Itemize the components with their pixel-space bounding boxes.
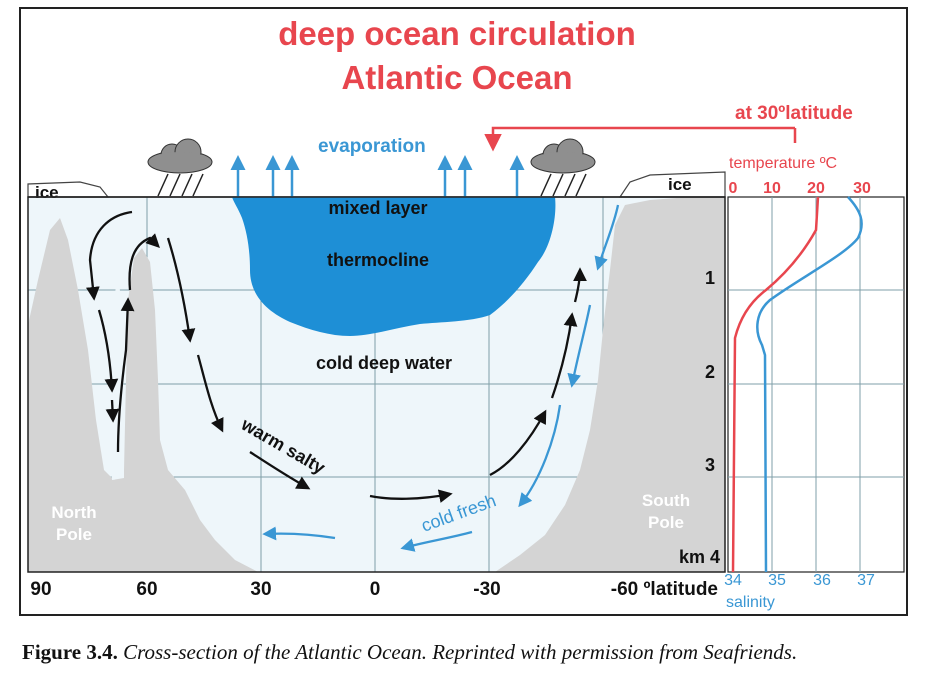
cold-current-arrows bbox=[262, 204, 620, 552]
thermocline-label: thermocline bbox=[327, 250, 429, 270]
temperature-tick-30: 30 bbox=[853, 180, 871, 197]
latitude-tick-30: 30 bbox=[250, 579, 271, 600]
temperature-tick-10: 10 bbox=[763, 180, 781, 197]
ice-label-right: ice bbox=[668, 175, 692, 194]
depth-tick-4: km 4 bbox=[679, 547, 720, 567]
salinity-tick-37: 37 bbox=[857, 572, 875, 589]
temperature-tick-0: 0 bbox=[729, 180, 738, 197]
caption-label: Figure 3.4. bbox=[22, 640, 118, 664]
salinity-tick-36: 36 bbox=[813, 572, 831, 589]
north-pole-label-1: North bbox=[51, 503, 96, 522]
depth-tick-3: 3 bbox=[705, 455, 715, 475]
latitude-tick-90: 90 bbox=[30, 579, 51, 600]
temperature-profile-line bbox=[731, 196, 820, 573]
evaporation-label: evaporation bbox=[318, 136, 426, 157]
profile-grid bbox=[728, 197, 904, 572]
warm-current-arrows bbox=[85, 210, 587, 503]
depth-tick-1: 1 bbox=[705, 268, 715, 288]
latitude-tick-minus60: -60 ºlatitude bbox=[611, 579, 718, 600]
figure-caption: Figure 3.4. Cross-section of the Atlanti… bbox=[22, 640, 912, 665]
salinity-tick-34: 34 bbox=[724, 572, 742, 589]
north-pole-landmass bbox=[28, 218, 258, 572]
callout-arrow bbox=[493, 126, 797, 148]
latitude-tick-0: 0 bbox=[370, 579, 381, 600]
temperature-title: temperature ºC bbox=[729, 155, 837, 172]
temperature-tick-20: 20 bbox=[807, 180, 825, 197]
north-pole-label-2: Pole bbox=[56, 525, 92, 544]
cloud-icon-right bbox=[530, 138, 596, 197]
mixed-layer-label: mixed layer bbox=[328, 198, 427, 218]
warm-water-body bbox=[232, 197, 556, 336]
salinity-profile-line bbox=[756, 196, 863, 573]
north-channel bbox=[110, 270, 124, 480]
south-pole-label-1: South bbox=[642, 491, 690, 510]
latitude-tick-60: 60 bbox=[136, 579, 157, 600]
salinity-title: salinity bbox=[726, 594, 775, 611]
south-pole-label-2: Pole bbox=[648, 513, 684, 532]
title-line2: Atlantic Ocean bbox=[341, 59, 572, 96]
latitude-tick-minus30: -30 bbox=[473, 579, 500, 600]
title-line1: deep ocean circulation bbox=[278, 15, 636, 52]
salinity-tick-35: 35 bbox=[768, 572, 786, 589]
south-pole-landmass bbox=[495, 197, 725, 572]
ice-label-left: ice bbox=[35, 183, 59, 202]
cold-deep-water-label: cold deep water bbox=[316, 353, 452, 373]
ocean-panel-border bbox=[27, 196, 726, 573]
evaporation-arrows bbox=[230, 155, 525, 197]
caption-text: Cross-section of the Atlantic Ocean. Rep… bbox=[123, 640, 798, 664]
latitude-callout: at 30ºlatitude bbox=[735, 103, 853, 124]
depth-tick-2: 2 bbox=[705, 362, 715, 382]
cloud-icon-left bbox=[147, 138, 213, 197]
